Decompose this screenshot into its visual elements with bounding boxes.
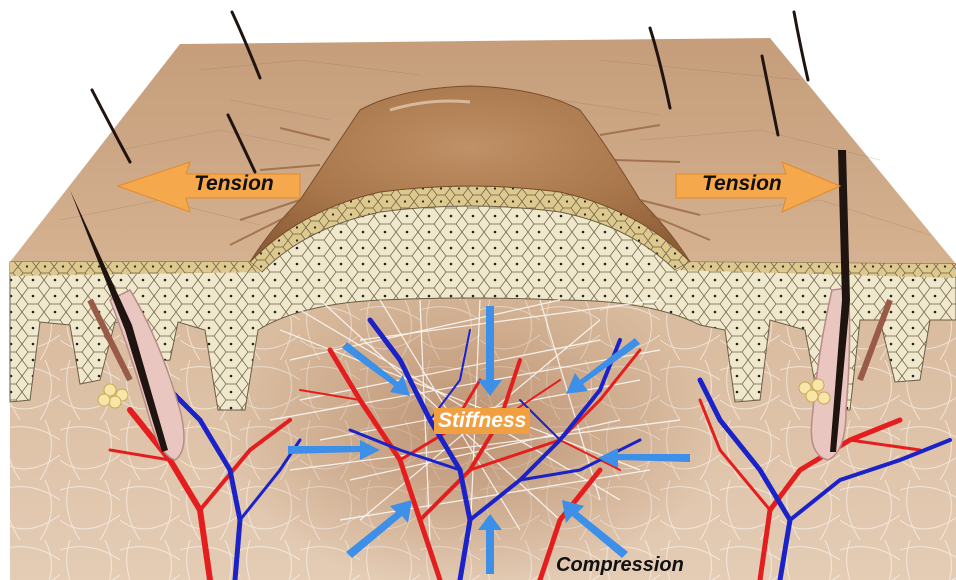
- tension-label-right: Tension: [702, 172, 782, 196]
- tension-label-left: Tension: [194, 172, 274, 196]
- stiffness-label: Stiffness: [434, 408, 530, 434]
- compression-label: Compression: [556, 554, 684, 577]
